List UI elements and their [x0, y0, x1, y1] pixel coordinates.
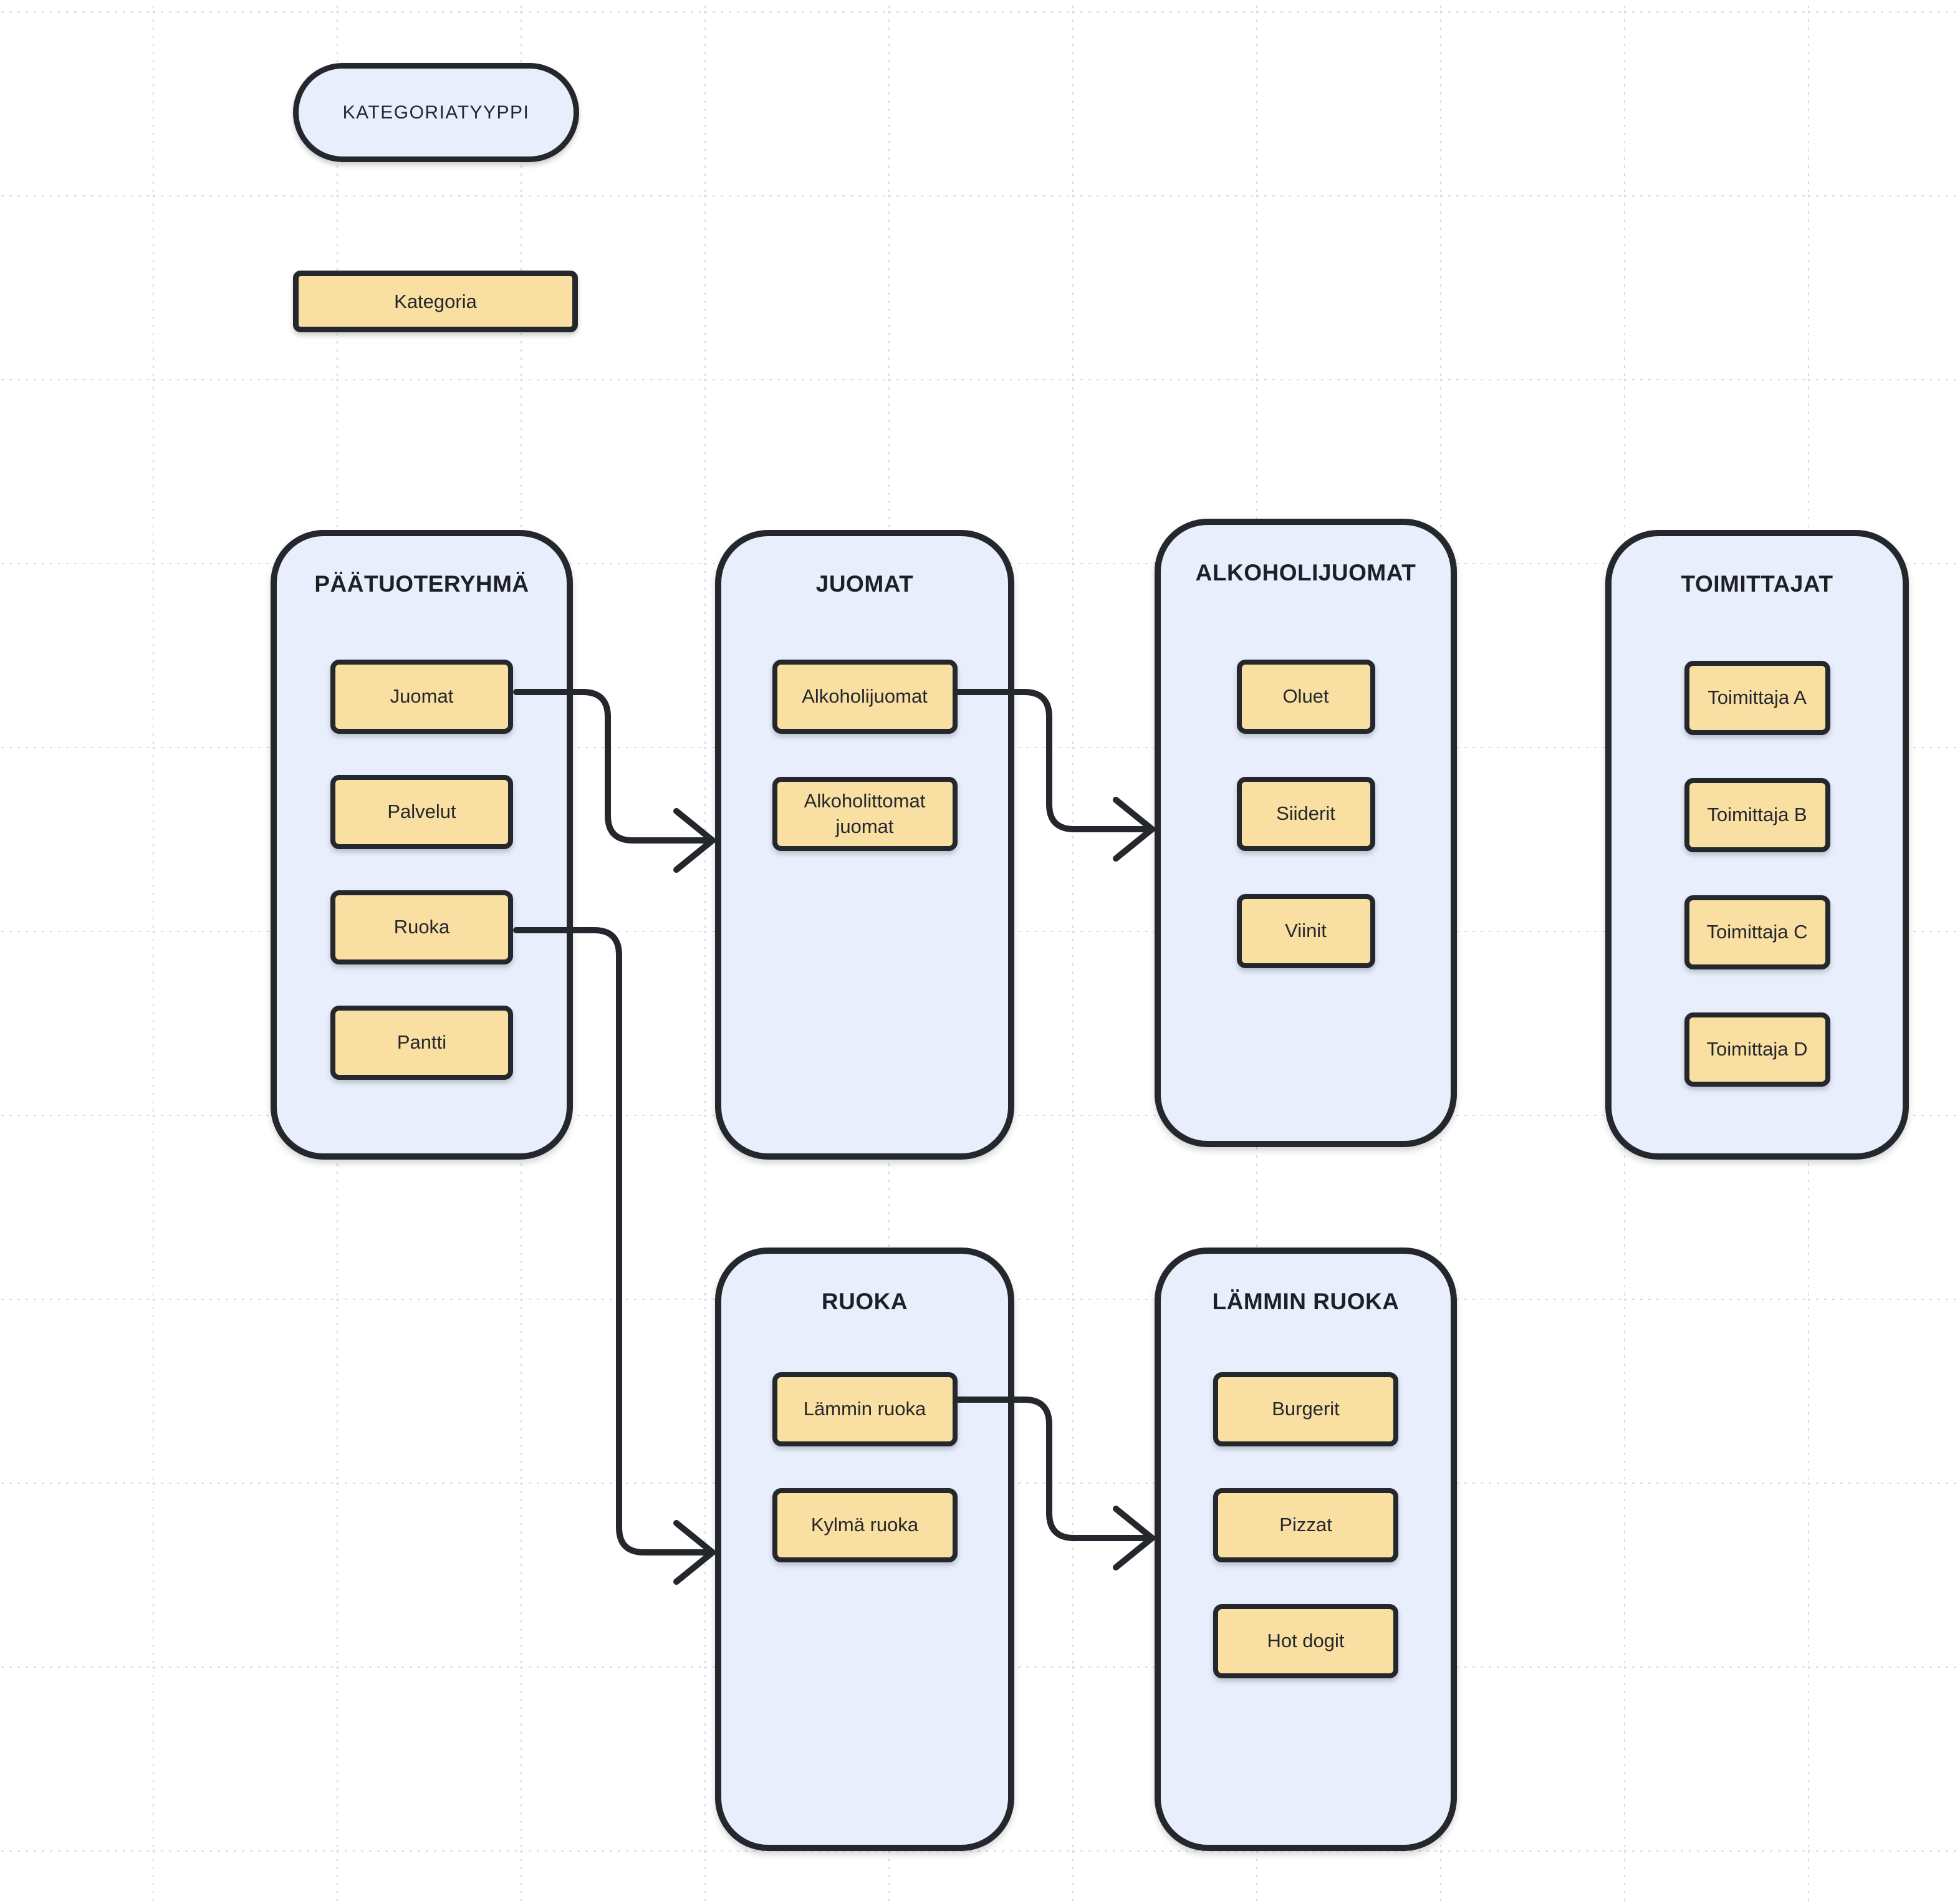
category-box[interactable]: Viinit — [1236, 894, 1375, 968]
group-title: RUOKA — [821, 1289, 908, 1314]
category-box-label: Hot dogit — [1267, 1630, 1345, 1652]
category-box[interactable]: Ruoka — [330, 890, 513, 964]
group-items: Toimittaja A Toimittaja B Toimittaja C Toim… — [1612, 536, 1903, 1153]
category-box[interactable]: Pizzat — [1213, 1488, 1398, 1562]
category-box-label: Juomat — [390, 685, 454, 708]
category-box-label: Ruoka — [393, 916, 450, 938]
category-box-label: Alkoholijuomat — [802, 685, 928, 708]
category-box-label: Siiderit — [1276, 802, 1335, 825]
category-box[interactable]: Lämmin ruoka — [772, 1372, 958, 1446]
category-box-label: Toimittaja C — [1706, 921, 1808, 943]
group-title: PÄÄTUOTERYHMÄ — [314, 571, 529, 597]
category-box[interactable]: Toimittaja B — [1684, 778, 1830, 852]
category-box-label: Lämmin ruoka — [803, 1398, 926, 1420]
category-box[interactable]: Siiderit — [1236, 777, 1375, 851]
category-box-label: Palvelut — [387, 801, 456, 823]
category-box-label: Burgerit — [1272, 1398, 1340, 1420]
category-box-label: Toimittaja D — [1706, 1038, 1808, 1060]
legend-kategoria-label: Kategoria — [394, 290, 477, 312]
category-box-label: Toimittaja A — [1708, 686, 1807, 709]
category-box[interactable]: Toimittaja D — [1684, 1012, 1830, 1087]
category-box[interactable]: Pantti — [330, 1006, 513, 1080]
legend-kategoria-box[interactable]: Kategoria — [293, 271, 578, 332]
category-box[interactable]: Alkoholijuomat — [772, 660, 958, 734]
group-title: LÄMMIN RUOKA — [1212, 1289, 1400, 1314]
group-title: TOIMITTAJAT — [1681, 571, 1833, 597]
group-title: JUOMAT — [815, 571, 914, 597]
category-box[interactable]: Burgerit — [1213, 1372, 1398, 1446]
category-box[interactable]: Juomat — [330, 660, 513, 734]
category-box-label: Oluet — [1282, 685, 1329, 708]
category-box-label: Toimittaja B — [1707, 804, 1807, 826]
category-box-label: Alkoholittomat juomat — [804, 790, 926, 837]
category-box[interactable]: Palvelut — [330, 775, 513, 849]
legend-kategoriatyyppi-label: KATEGORIATYYPPI — [342, 102, 530, 123]
category-box[interactable]: Hot dogit — [1213, 1604, 1398, 1678]
category-box-label: Viinit — [1285, 920, 1327, 942]
category-box[interactable]: Kylmä ruoka — [772, 1488, 958, 1562]
category-box-label: Kylmä ruoka — [810, 1514, 919, 1536]
legend-kategoriatyyppi-pill[interactable]: KATEGORIATYYPPI — [293, 63, 579, 162]
category-box[interactable]: Toimittaja A — [1684, 661, 1830, 735]
category-box[interactable]: Alkoholittomat juomat — [772, 777, 958, 851]
category-box[interactable]: Toimittaja C — [1684, 895, 1830, 969]
category-box-label: Pantti — [396, 1031, 447, 1054]
category-box-label: Pizzat — [1279, 1514, 1332, 1536]
category-box[interactable]: Oluet — [1236, 660, 1375, 734]
group-title: ALKOHOLIJUOMAT — [1195, 560, 1416, 585]
